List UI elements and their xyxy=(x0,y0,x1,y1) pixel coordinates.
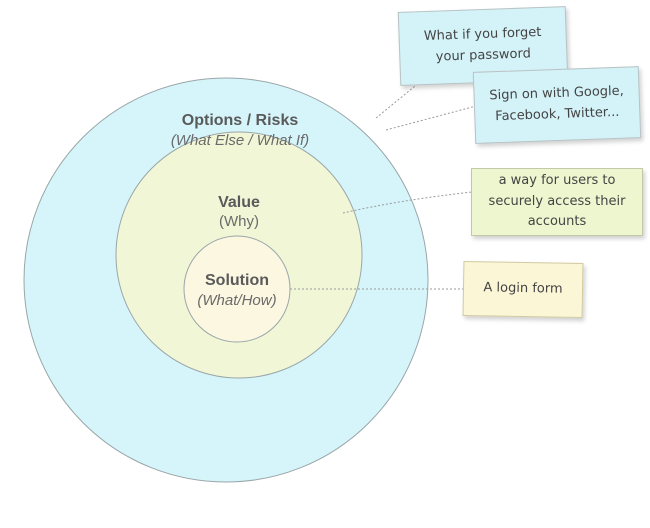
inner-ring-title: Solution xyxy=(205,272,269,289)
inner-ring-subtitle: (What/How) xyxy=(197,292,276,309)
outer-ring-title: Options / Risks xyxy=(182,112,299,129)
middle-ring-subtitle: (Why) xyxy=(219,213,259,230)
sticky-note-social-signon: Sign on with Google, Facebook, Twitter..… xyxy=(472,66,642,144)
connector-forget-password xyxy=(375,81,421,119)
connector-social-signon xyxy=(385,105,477,131)
inner-ring xyxy=(183,235,291,343)
sticky-note-value: a way for users to securely access their… xyxy=(471,168,643,236)
sticky-note-forget-password-text: What if you forget your password xyxy=(423,25,542,65)
sticky-note-value-text: a way for users to securely access their… xyxy=(488,172,626,230)
outer-ring-subtitle: (What Else / What If) xyxy=(171,132,309,149)
connector-value-note xyxy=(342,191,473,214)
sticky-note-solution: A login form xyxy=(462,260,584,319)
sticky-note-social-signon-text: Sign on with Google, Facebook, Twitter..… xyxy=(489,83,625,125)
middle-ring-title: Value xyxy=(218,194,260,211)
sticky-note-solution-text: A login form xyxy=(483,280,563,297)
